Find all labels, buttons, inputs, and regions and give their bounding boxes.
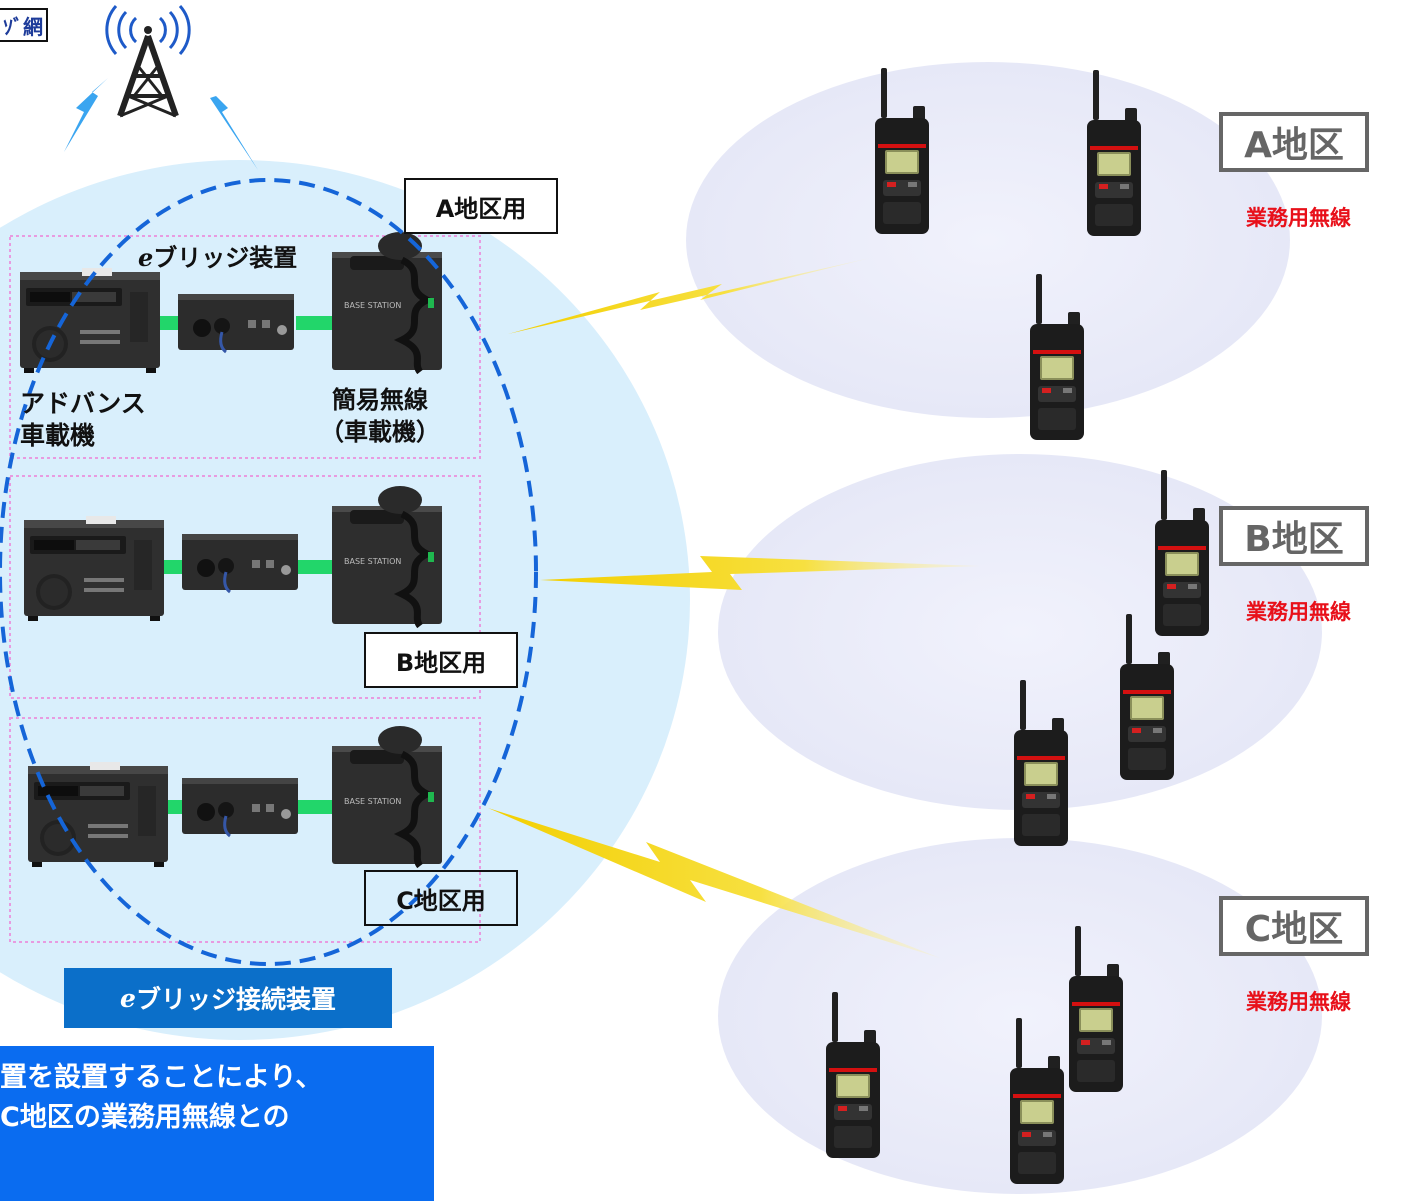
bridge-box-unit	[180, 776, 300, 838]
simple-radio-label-line2: （車載機）	[320, 418, 440, 446]
lightning-icon	[200, 80, 258, 170]
advance-radio-unit	[20, 268, 160, 373]
base-station-unit	[332, 486, 442, 626]
advance-label: アドバンス 車載機	[20, 388, 146, 452]
advance-radio-unit	[28, 762, 168, 867]
bridge-dashed-ring	[0, 178, 538, 966]
radio-tower-icon	[105, 5, 191, 118]
unit-label-b: B地区用	[364, 632, 518, 688]
region-sublabel-a: 業務用無線	[1246, 206, 1351, 230]
caption-text: ブリッジ接続装置	[135, 985, 336, 1014]
region-a-area	[686, 62, 1290, 418]
region-label-b: B地区	[1219, 506, 1369, 566]
note-line1: 置を設置することにより、	[0, 1062, 323, 1093]
region-sublabel-b: 業務用無線	[1246, 600, 1351, 624]
bridge-box-unit	[176, 292, 296, 354]
unit-box-a	[9, 235, 481, 459]
lightning-link-icon	[540, 556, 980, 590]
advance-radio-unit	[24, 516, 164, 621]
green-cables	[158, 316, 334, 814]
region-label-a: A地区	[1219, 112, 1369, 172]
region-sublabel-c: 業務用無線	[1246, 990, 1351, 1014]
lightning-icon	[64, 78, 108, 152]
device-title-text: ブリッジ装置	[153, 244, 298, 272]
base-station-text: BASE STATION	[344, 301, 401, 310]
advance-label-line2: 車載機	[20, 421, 96, 450]
device-title: eブリッジ装置	[138, 238, 297, 273]
simple-radio-label: 簡易無線 （車載機）	[320, 384, 440, 448]
region-label-c: C地区	[1219, 896, 1369, 956]
simple-radio-label-line1: 簡易無線	[332, 386, 428, 414]
unit-box-b	[9, 475, 481, 699]
base-station-unit	[332, 726, 442, 866]
base-station-text: BASE STATION	[344, 797, 401, 806]
e-mark: e	[138, 243, 154, 272]
unit-label-c: C地区用	[364, 870, 518, 926]
bridge-box-unit	[180, 532, 300, 594]
advance-label-line1: アドバンス	[20, 389, 146, 418]
network-label: ｿﾞ網	[0, 8, 48, 42]
note-line2: C地区の業務用無線との	[0, 1102, 290, 1133]
unit-box-c	[9, 717, 481, 943]
lightning-link-icon	[488, 808, 940, 958]
lightning-link-icon	[508, 258, 870, 334]
caption-e-mark: e	[120, 983, 136, 1013]
unit-label-a: A地区用	[404, 178, 558, 234]
note-box: 置を設置することにより、 C地区の業務用無線との	[0, 1046, 434, 1201]
base-station-text: BASE STATION	[344, 557, 401, 566]
